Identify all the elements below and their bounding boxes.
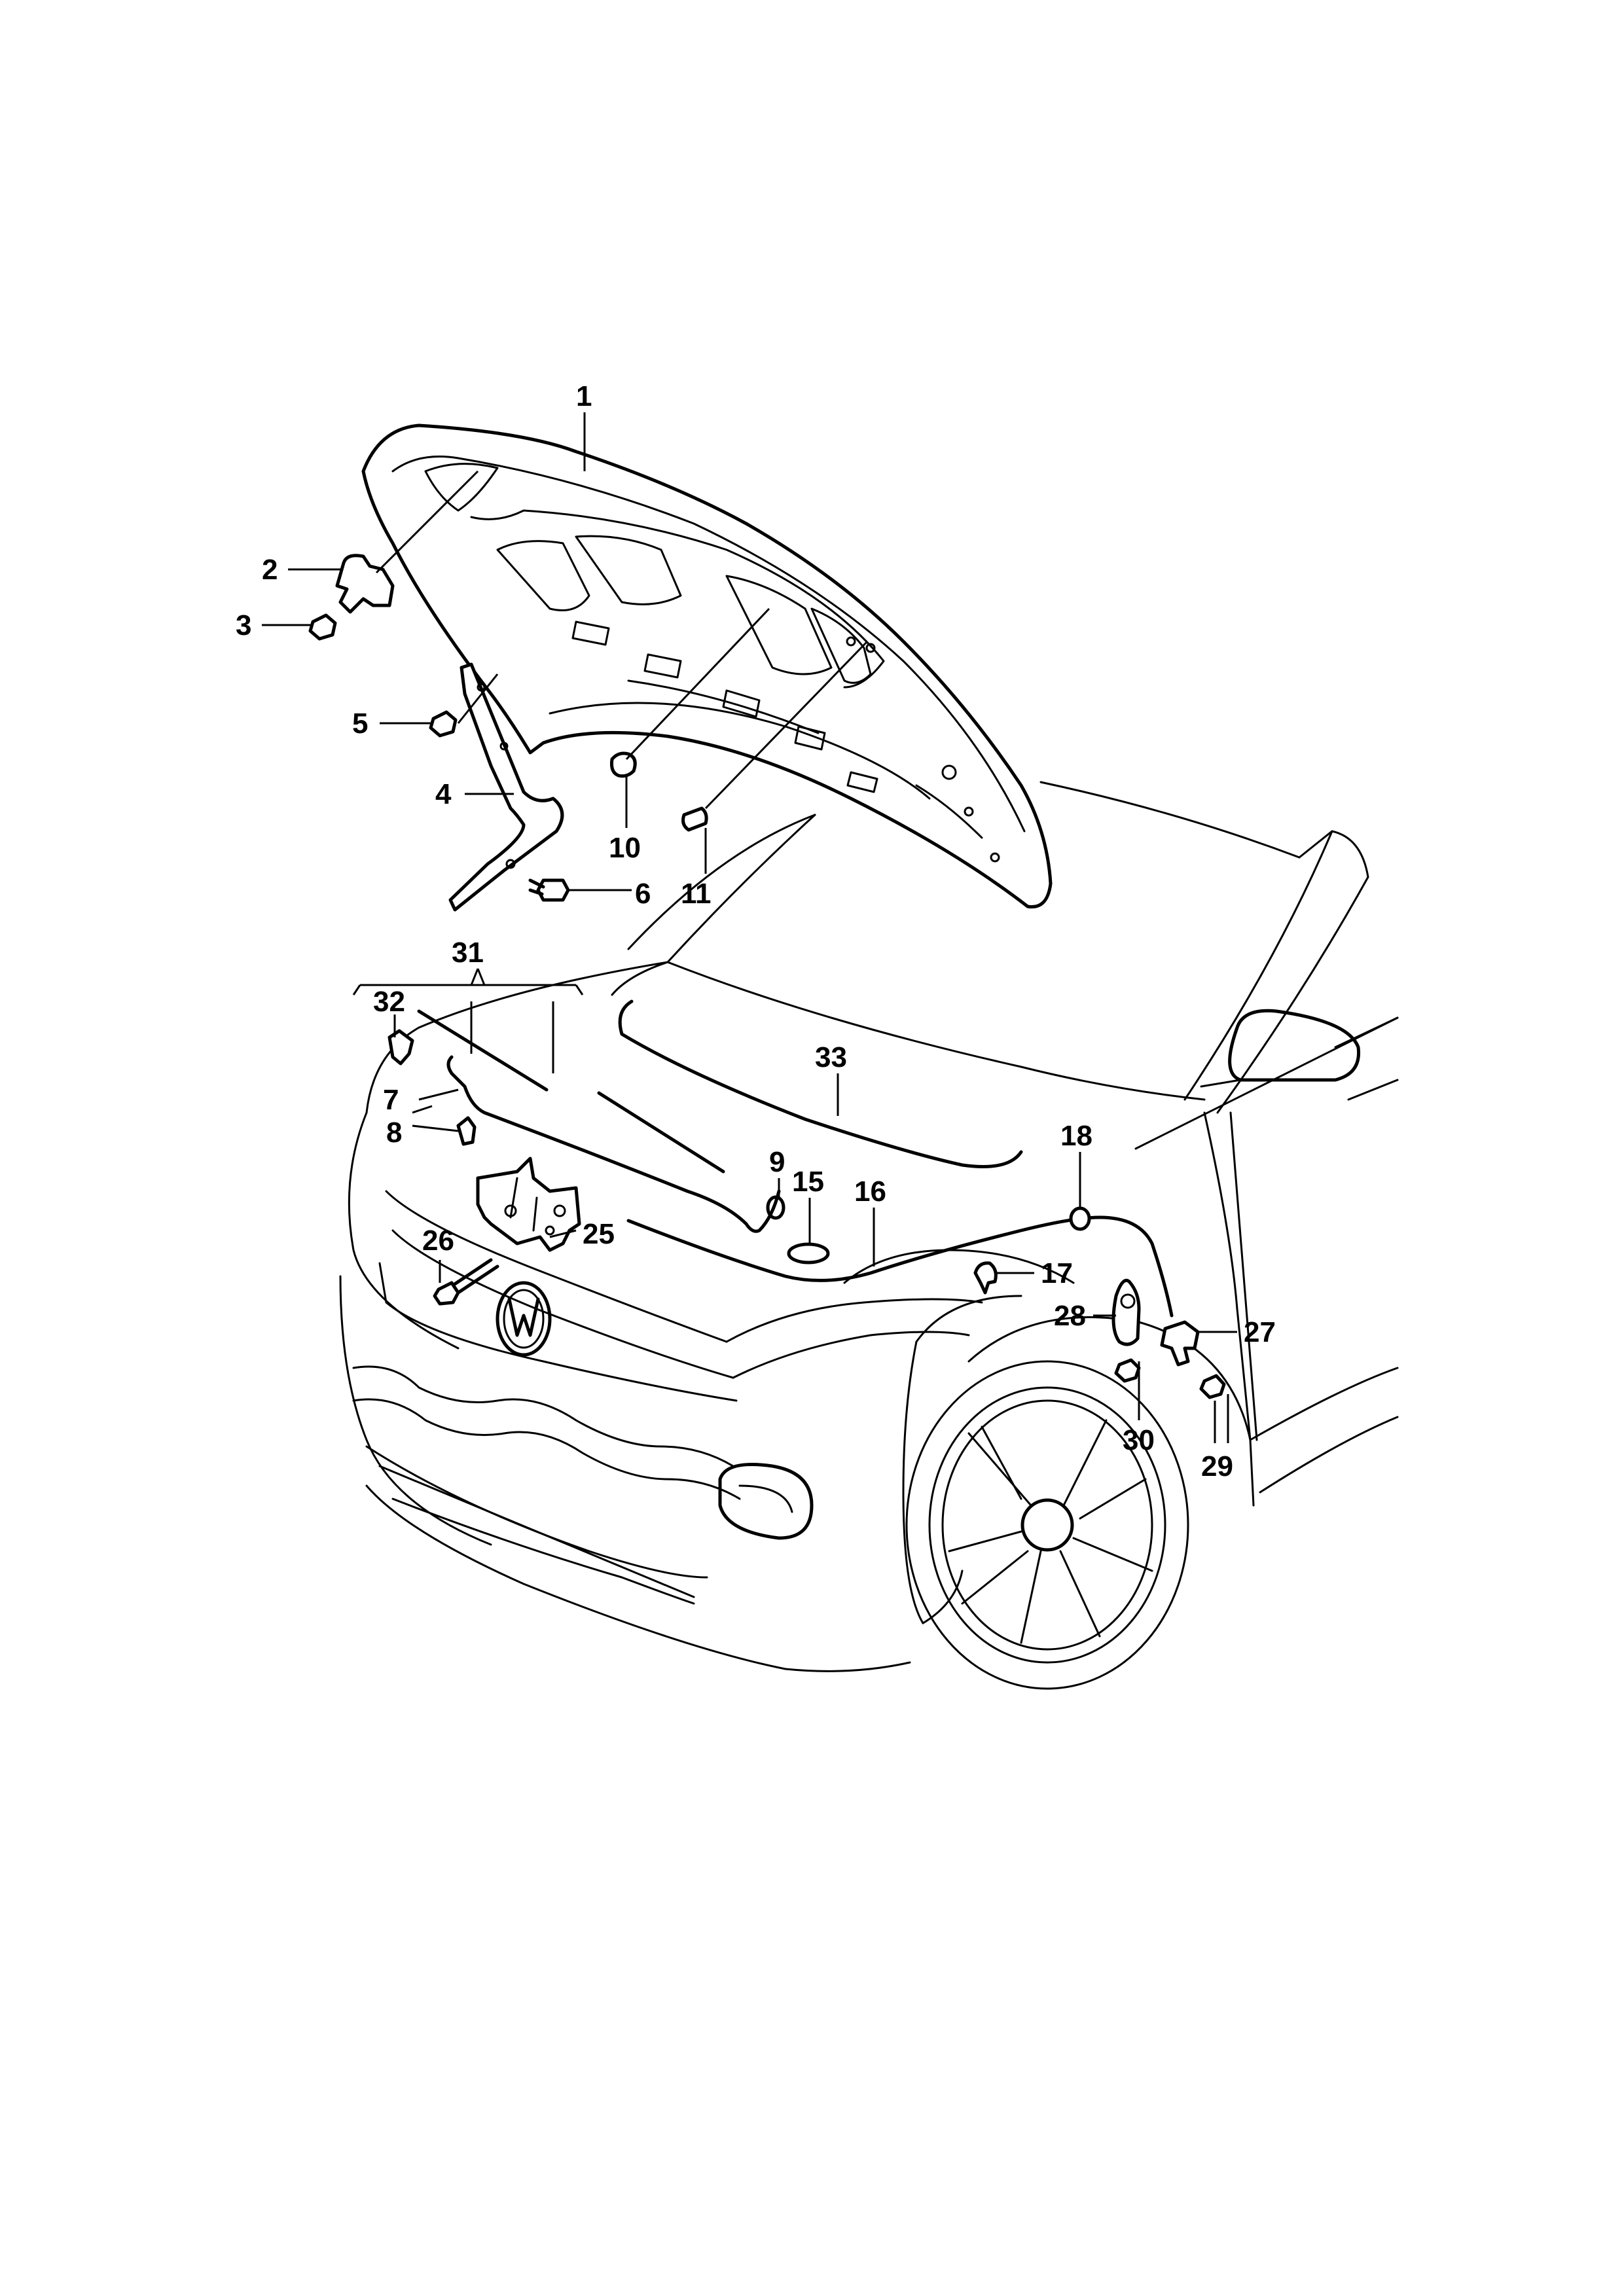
part-32-clip	[388, 1029, 414, 1066]
car-body	[339, 781, 1399, 1690]
part-10-buffer	[610, 751, 637, 778]
part-25-lock	[476, 1157, 581, 1252]
label-15: 15	[792, 1166, 824, 1198]
part-6-bolt	[528, 878, 570, 902]
part-3-nut	[308, 613, 337, 641]
label-27: 27	[1244, 1316, 1276, 1348]
label-16: 16	[854, 1175, 886, 1208]
label-2: 2	[262, 554, 278, 586]
leader-lines	[262, 412, 1237, 1443]
label-1: 1	[576, 380, 592, 412]
part-15-grommet	[787, 1242, 830, 1265]
label-29: 29	[1201, 1450, 1233, 1482]
label-8: 8	[386, 1117, 402, 1149]
label-10: 10	[609, 832, 641, 864]
label-5: 5	[352, 708, 368, 740]
vw-logo	[496, 1281, 552, 1357]
part-17-clip	[973, 1261, 998, 1295]
part-16-release-cable	[626, 1215, 1174, 1318]
label-17: 17	[1041, 1257, 1073, 1289]
part-28-latch	[1111, 1278, 1141, 1346]
part-5-nut	[429, 710, 458, 738]
label-31: 31	[452, 937, 484, 969]
part-4-hinge	[448, 662, 564, 912]
label-33: 33	[815, 1041, 847, 1073]
part-26-bolt	[433, 1258, 499, 1306]
part-30-bolt	[1114, 1358, 1141, 1383]
label-28: 28	[1054, 1300, 1086, 1332]
label-6: 6	[635, 878, 651, 910]
label-25: 25	[583, 1218, 615, 1250]
part-18-grommet	[1069, 1206, 1091, 1231]
part-29-screw	[1199, 1374, 1226, 1399]
part-8-clip	[456, 1116, 477, 1146]
part-9-ring	[766, 1195, 785, 1220]
part-27-bracket	[1160, 1320, 1200, 1367]
part-33-seal	[618, 999, 1023, 1168]
label-9: 9	[769, 1146, 785, 1178]
part-11-buffer	[681, 806, 708, 832]
label-7: 7	[383, 1084, 399, 1116]
label-30: 30	[1123, 1424, 1155, 1456]
label-18: 18	[1060, 1120, 1092, 1152]
part-7-support-rod	[446, 1055, 781, 1233]
part-31-seals	[417, 1009, 725, 1174]
hood	[361, 423, 1053, 909]
callout-labels: 1 2 3 5 4 10 11 6 31 32 33 7 8 18 9 15 1…	[236, 380, 1276, 1482]
label-32: 32	[373, 986, 405, 1018]
label-3: 3	[236, 609, 251, 641]
label-4: 4	[435, 778, 452, 810]
label-11: 11	[681, 878, 712, 910]
label-26: 26	[422, 1225, 454, 1257]
